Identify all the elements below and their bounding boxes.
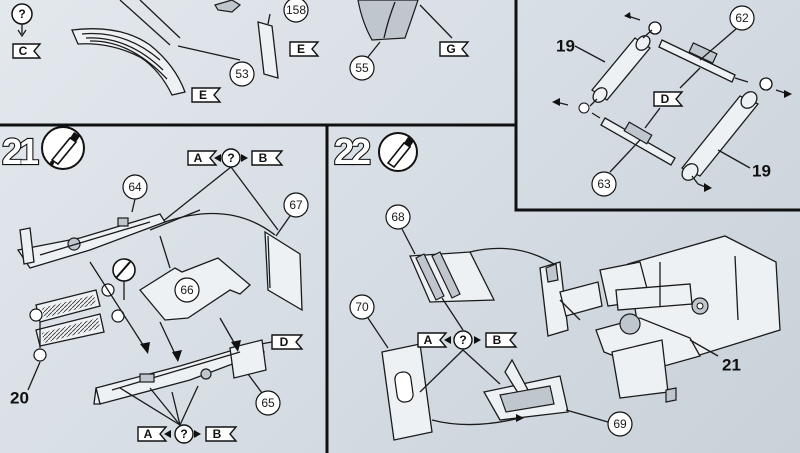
svg-text:62: 62	[735, 11, 749, 25]
svg-text:G: G	[446, 42, 455, 56]
svg-text:65: 65	[261, 396, 275, 410]
callout-158: 158	[283, 0, 309, 23]
svg-text:D: D	[280, 335, 289, 349]
svg-text:66: 66	[180, 283, 194, 297]
svg-text:B: B	[493, 333, 502, 347]
curved-panel-part	[357, 0, 453, 41]
svg-text:70: 70	[355, 300, 369, 314]
svg-text:67: 67	[289, 198, 303, 212]
part-19-label-bottom: 19	[752, 162, 771, 181]
svg-text:68: 68	[391, 210, 405, 224]
arrow-right-icon	[474, 336, 481, 344]
part-19-label-top: 19	[556, 37, 575, 56]
callout-65: 65	[255, 390, 281, 416]
arrow-left-icon	[214, 154, 221, 162]
roller-panel: 62 63 D	[552, 5, 792, 197]
arrow-left-icon	[444, 336, 451, 344]
side-frame-64	[16, 213, 166, 269]
ab-selector-top-21: A ? B	[161, 148, 284, 231]
seat-part	[71, 0, 241, 96]
svg-text:63: 63	[597, 177, 611, 191]
chassis-assembly-21	[539, 235, 781, 403]
svg-text:E: E	[297, 42, 305, 56]
callout-68: 68	[385, 204, 411, 230]
shaft-62	[658, 39, 749, 83]
step-21-panel: 21 A ? B 64	[1, 126, 309, 444]
svg-text:55: 55	[355, 61, 369, 75]
tray-69	[431, 358, 569, 426]
assembly-arrows-21	[89, 261, 241, 362]
flag-d-21: D	[271, 334, 304, 350]
svg-text:64: 64	[128, 180, 142, 194]
roller-lower	[680, 77, 792, 192]
shaft-63	[591, 112, 676, 166]
flag-e-2: E	[289, 41, 320, 57]
previous-step-panel: ? C E 53	[11, 0, 470, 103]
svg-text:?: ?	[227, 151, 234, 165]
callout-64: 64	[122, 174, 148, 200]
svg-text:A: A	[424, 333, 433, 347]
ab-selector-bottom-21: A ? B	[119, 385, 238, 444]
callout-62: 62	[729, 5, 755, 31]
flag-d-top: D	[653, 91, 684, 107]
step-22-panel: 22 68 70	[333, 130, 781, 441]
side-frame-65	[93, 339, 267, 405]
callout-63: 63	[591, 171, 617, 197]
svg-text:D: D	[661, 92, 670, 106]
step-21-number: 21	[2, 131, 39, 172]
svg-text:?: ?	[459, 333, 466, 347]
flag-c: C	[12, 43, 42, 59]
clear-sheet-part	[257, 13, 279, 79]
plate-70	[381, 343, 433, 441]
svg-text:C: C	[19, 44, 28, 58]
svg-text:A: A	[144, 427, 153, 441]
svg-text:?: ?	[180, 427, 187, 441]
callout-55: 55	[349, 55, 375, 81]
rear-panel-67	[164, 212, 303, 312]
small-block-part	[214, 0, 242, 13]
glue-tube-icon	[378, 132, 418, 172]
flag-g: G	[439, 41, 470, 57]
part-20-label: 20	[10, 389, 29, 408]
svg-text:E: E	[199, 88, 207, 102]
flag-e-1: E	[191, 87, 222, 103]
arrow-left-icon	[164, 430, 171, 438]
callout-70: 70	[349, 294, 375, 320]
glue-marker	[112, 258, 136, 300]
svg-text:B: B	[213, 427, 222, 441]
question-circle-icon: ?	[11, 3, 33, 38]
floor-plate-66	[139, 209, 251, 321]
callout-53: 53	[229, 61, 255, 87]
callout-69: 69	[607, 411, 633, 437]
ab-selector-22: A ? B	[417, 297, 518, 393]
callout-67: 67	[283, 192, 309, 218]
question-mark: ?	[18, 7, 25, 21]
arrow-right-icon	[194, 430, 201, 438]
bracket-68	[409, 247, 561, 303]
glue-tube-icon	[41, 126, 85, 170]
callout-66: 66	[174, 277, 200, 303]
roller-upper	[552, 12, 662, 114]
part-21-label: 21	[722, 356, 741, 375]
svg-text:A: A	[194, 151, 203, 165]
svg-text:53: 53	[235, 67, 249, 81]
arrow-right-icon	[241, 154, 248, 162]
step-22-number: 22	[334, 131, 370, 172]
svg-text:69: 69	[613, 417, 627, 431]
svg-text:B: B	[259, 151, 268, 165]
svg-text:158: 158	[286, 3, 306, 17]
rollers-20	[29, 283, 125, 362]
